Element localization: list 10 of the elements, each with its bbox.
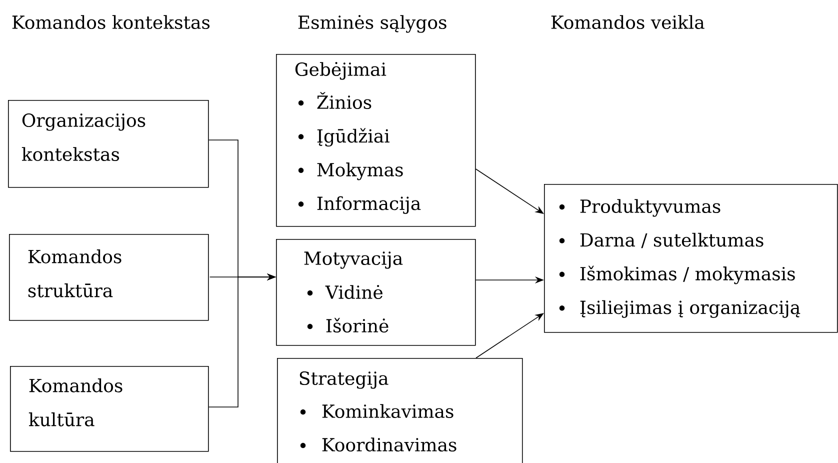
list-box: Strategija Kominkavimas Koordinavimas — [277, 358, 523, 463]
text-box: Komandos kultūra — [10, 366, 209, 452]
list-box: Motyvacija Vidinė Išorinė — [276, 239, 476, 346]
column-heading: Esminės sąlygos — [298, 15, 446, 33]
list-box: Produktyvumas Darna / sutelktumas Išmokimas / mokymasis Įsiliejimas į organizaciją — [544, 184, 838, 333]
text-box: Organizacijos kontekstas — [8, 100, 209, 188]
text-box: Komandos struktūra — [9, 234, 209, 321]
column-heading: Komandos kontekstas — [12, 15, 210, 30]
column-heading: Komandos veikla — [551, 15, 704, 30]
list-box: Gebėjimai Žinios Įgūdžiai Mokymas Informacija — [276, 54, 476, 227]
